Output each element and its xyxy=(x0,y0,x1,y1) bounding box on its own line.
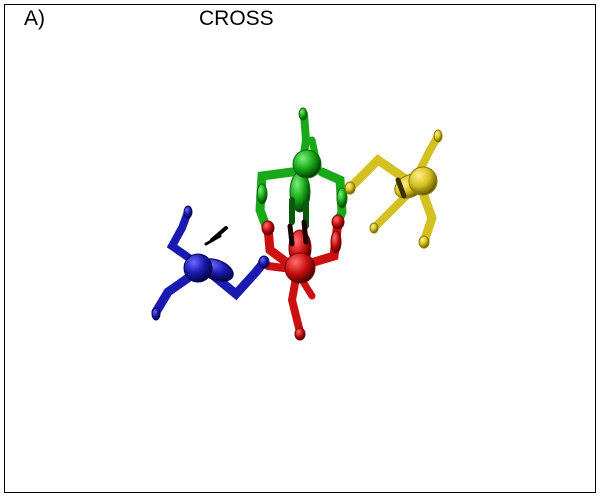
green-figure xyxy=(255,107,348,231)
panel-title: CROSS xyxy=(199,7,274,30)
red-figure xyxy=(258,214,345,341)
panel-label: A) xyxy=(24,7,45,30)
blue-figure xyxy=(151,205,270,321)
yellow-figure xyxy=(344,129,443,249)
